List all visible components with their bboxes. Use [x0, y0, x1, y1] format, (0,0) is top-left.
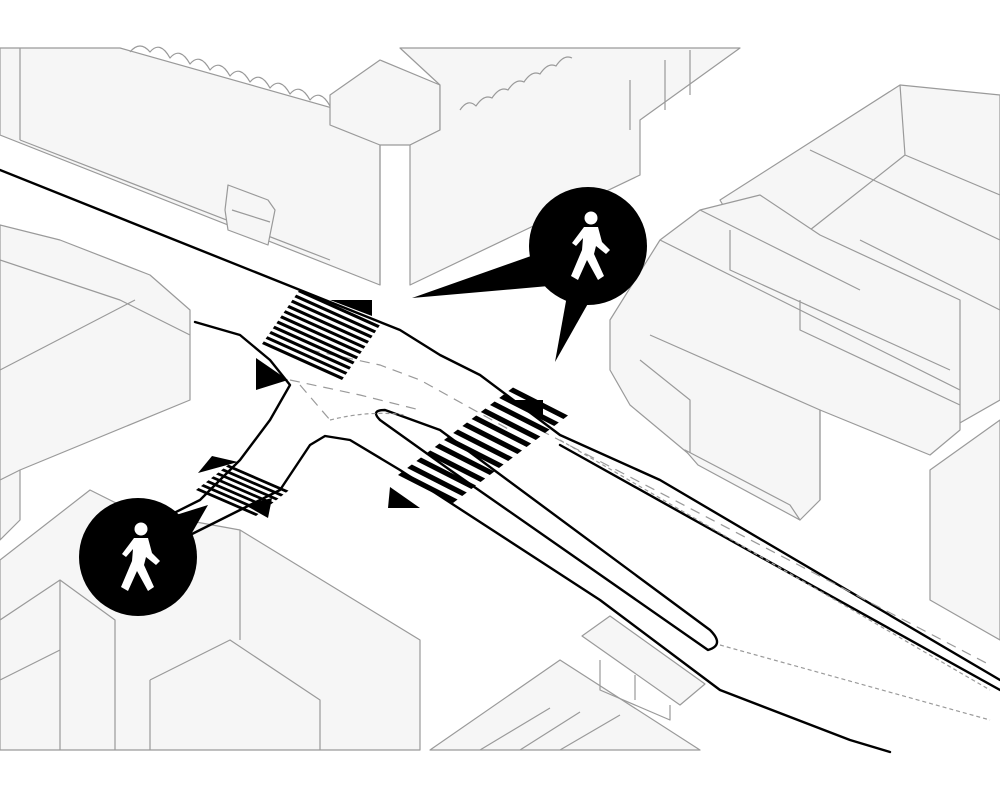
road-network [0, 168, 1000, 754]
crossing-stripe [283, 310, 366, 349]
crossing-stripe [276, 320, 359, 360]
zebra-crossing-top [256, 289, 380, 390]
pedestrian-marker-left[interactable] [79, 498, 208, 616]
pedestrian-icon [571, 211, 610, 280]
building-right-center [609, 194, 961, 521]
road-edge-top [0, 168, 1000, 682]
crossing-stripe [407, 464, 467, 496]
crossing-stripe [490, 401, 550, 433]
crossing-stripe [294, 294, 377, 334]
crossing-stripe [398, 471, 458, 503]
pedestrian-icon [121, 522, 160, 591]
crossing-arrow-left-bottom [245, 498, 272, 518]
crossing-stripe [280, 315, 362, 354]
crossing-stripe [453, 429, 513, 461]
crossing-stripe [272, 325, 355, 365]
marker-pointer-top-2 [555, 290, 590, 362]
zebra-crossing-right [388, 387, 568, 508]
crossing-stripe [480, 408, 541, 440]
platform-right [684, 449, 801, 521]
crossing-arrow-top-left [256, 358, 288, 390]
crossing-stripe [269, 331, 351, 370]
zebra-crossing-left [196, 456, 289, 518]
crossing-stripe [471, 415, 532, 447]
crossing-arrow-top-right [330, 300, 372, 316]
crossing-stripe [216, 472, 279, 501]
crossing-stripe [434, 443, 495, 475]
crossing-stripe [425, 450, 486, 482]
crossing-stripe [211, 476, 274, 505]
traffic-island [374, 408, 719, 652]
crossing-stripe [290, 299, 373, 339]
marker-pointer-top [412, 250, 560, 298]
bus-shelter [581, 615, 706, 706]
crossing-arrow-right-bottom [388, 487, 420, 508]
crossing-stripe [262, 341, 344, 380]
building-left-middle [0, 224, 191, 541]
crossing-stripe [226, 464, 289, 493]
building-right-edge [929, 419, 1000, 641]
crossing-stripe [265, 336, 348, 375]
pedestrian-marker-top[interactable] [412, 187, 647, 362]
buildings [0, 45, 1000, 751]
road-edge-bottom [558, 443, 1000, 692]
building-bottom-left [0, 489, 421, 751]
building-bottom-center [429, 659, 701, 751]
crossing-stripe [444, 436, 504, 468]
kiosk-top [224, 184, 276, 246]
building-top-center [399, 47, 741, 286]
crossing-stripe [298, 289, 380, 328]
building-roof-arches-2 [459, 56, 573, 111]
crossing-stripe [196, 488, 259, 516]
crossing-stripe [206, 480, 269, 509]
crossing-stripe [416, 457, 476, 489]
crossing-stripe [462, 422, 522, 454]
crossing-stripe [287, 305, 369, 344]
crossing-arrow-right-top [510, 400, 543, 420]
building-roof-arches [129, 45, 351, 113]
road-edge-left-lower [178, 434, 892, 754]
crossing-arrow-left-top [198, 456, 238, 473]
crossing-stripe [221, 468, 284, 497]
